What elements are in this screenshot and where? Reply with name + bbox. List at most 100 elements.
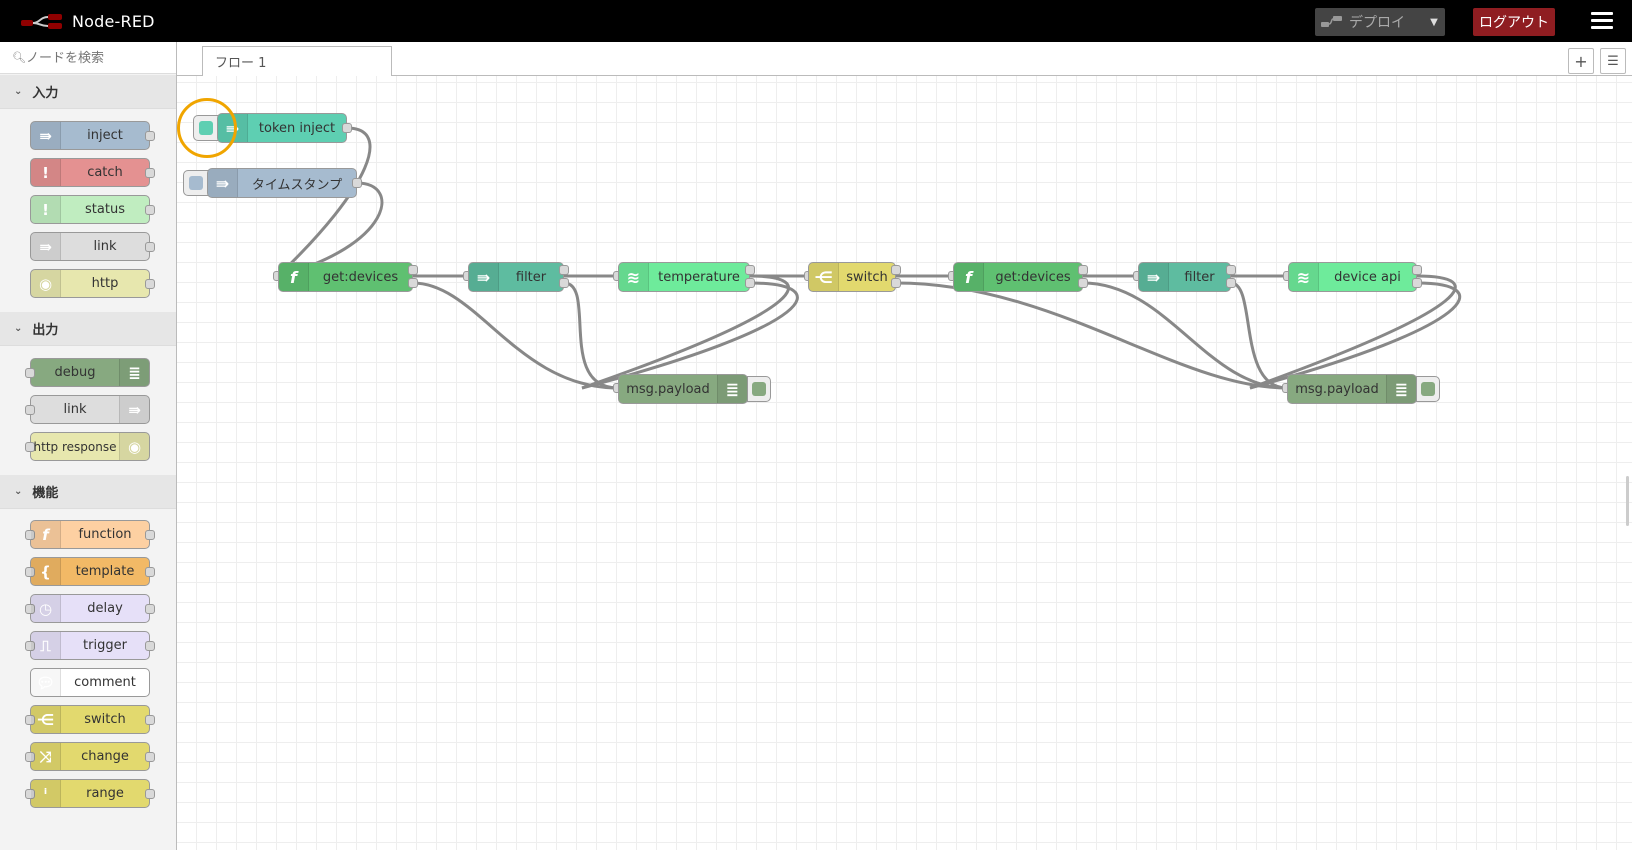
category-label: 機能 — [32, 486, 59, 501]
flow-node-filter-2[interactable]: ⇛ filter — [1138, 262, 1231, 292]
output-port[interactable] — [1078, 278, 1088, 288]
palette-node-label: catch — [87, 165, 123, 180]
palette-node-range[interactable]: ⁱ range — [25, 779, 155, 808]
palette-search: 🔍︎ — [0, 42, 176, 74]
output-port[interactable] — [559, 278, 569, 288]
output-port[interactable] — [342, 123, 352, 133]
function-icon: f — [954, 263, 984, 291]
output-port[interactable] — [745, 265, 755, 275]
output-port[interactable] — [145, 205, 155, 215]
palette-node-change[interactable]: ⤨ change — [25, 742, 155, 771]
inject-trigger-button[interactable] — [183, 170, 209, 196]
output-port[interactable] — [145, 131, 155, 141]
category-input[interactable]: ⌄ 入力 — [0, 75, 176, 109]
deploy-button[interactable]: デプロイ ▼ — [1315, 8, 1445, 36]
input-port[interactable] — [25, 530, 35, 540]
flow-node-msg-payload[interactable]: msg.payload ≣ — [618, 374, 748, 404]
tab-flow-1[interactable]: フロー 1 — [202, 46, 392, 77]
input-port[interactable] — [25, 641, 35, 651]
debug-icon: ≣ — [1386, 375, 1416, 403]
flow-canvas[interactable]: ⇛ token inject ⇛ タイムスタンプ f get:devices — [177, 76, 1632, 850]
input-port[interactable] — [25, 442, 35, 452]
output-port[interactable] — [1078, 265, 1088, 275]
debug-toggle-button[interactable] — [747, 376, 771, 402]
output-port[interactable] — [145, 567, 155, 577]
output-port[interactable] — [145, 604, 155, 614]
palette-node-http[interactable]: ◉ http — [30, 269, 155, 298]
output-port[interactable] — [745, 278, 755, 288]
output-port[interactable] — [145, 752, 155, 762]
output-port[interactable] — [145, 530, 155, 540]
switch-icon: ⋲ — [809, 263, 839, 291]
palette-node-label: change — [81, 749, 129, 764]
menu-icon[interactable] — [1591, 12, 1613, 30]
palette-node-comment[interactable]: 💬︎ comment — [30, 668, 150, 697]
output-port[interactable] — [408, 278, 418, 288]
deploy-dropdown-icon[interactable]: ▼ — [1430, 16, 1438, 28]
globe-icon: ◉ — [119, 433, 149, 460]
debug-icon: ≣ — [717, 375, 747, 403]
palette-node-link-in[interactable]: ⇛ link — [30, 232, 155, 261]
logout-button[interactable]: ログアウト — [1473, 8, 1555, 36]
output-port[interactable] — [145, 641, 155, 651]
palette-node-link-out[interactable]: link ⇛ — [25, 395, 150, 424]
palette-node-trigger[interactable]: ⎍ trigger — [25, 631, 155, 660]
palette-node-delay[interactable]: ◷ delay — [25, 594, 155, 623]
output-port[interactable] — [1412, 265, 1422, 275]
chevron-down-icon: ⌄ — [14, 486, 23, 497]
input-port[interactable] — [25, 368, 35, 378]
node-palette: 🔍︎ ⌄ 入力 ⇛ inject ! catch ! status ⇛ link — [0, 42, 177, 850]
output-port[interactable] — [1412, 278, 1422, 288]
palette-node-status[interactable]: ! status — [30, 195, 155, 224]
input-port[interactable] — [25, 715, 35, 725]
template-icon: { — [31, 558, 61, 585]
palette-node-template[interactable]: { template — [25, 557, 155, 586]
app-title: Node-RED — [72, 11, 155, 31]
output-port[interactable] — [145, 242, 155, 252]
add-flow-button[interactable]: + — [1568, 48, 1594, 74]
vertical-scrollbar[interactable] — [1626, 476, 1629, 526]
output-port[interactable] — [1226, 265, 1236, 275]
output-port[interactable] — [145, 789, 155, 799]
list-flows-button[interactable]: ☰ — [1600, 48, 1626, 74]
output-port[interactable] — [145, 715, 155, 725]
input-port[interactable] — [25, 789, 35, 799]
output-port[interactable] — [145, 168, 155, 178]
palette-search-input[interactable] — [26, 48, 166, 68]
palette-node-catch[interactable]: ! catch — [30, 158, 155, 187]
node-label: get:devices — [995, 269, 1071, 285]
flow-node-get-devices-2[interactable]: f get:devices — [953, 262, 1083, 292]
flow-node-msg-payload-2[interactable]: msg.payload ≣ — [1287, 374, 1417, 404]
output-port[interactable] — [145, 279, 155, 289]
palette-node-inject[interactable]: ⇛ inject — [30, 121, 155, 150]
flow-node-switch[interactable]: ⋲ switch — [808, 262, 896, 292]
flow-node-device-api[interactable]: ≋ device api — [1288, 262, 1417, 292]
palette-node-label: status — [85, 202, 125, 217]
input-port[interactable] — [25, 405, 35, 415]
palette-node-function[interactable]: f function — [25, 520, 155, 549]
category-output[interactable]: ⌄ 出力 — [0, 312, 176, 346]
wire — [1082, 281, 1288, 390]
input-port[interactable] — [25, 752, 35, 762]
input-port[interactable] — [25, 604, 35, 614]
flow-node-filter[interactable]: ⇛ filter — [468, 262, 564, 292]
trigger-icon: ⎍ — [31, 632, 61, 659]
output-port[interactable] — [559, 265, 569, 275]
palette-node-http-response[interactable]: http response ◉ — [25, 432, 150, 461]
wire — [1249, 281, 1462, 390]
logo: Node-RED — [20, 9, 155, 33]
category-function[interactable]: ⌄ 機能 — [0, 475, 176, 509]
http-request-icon: ≋ — [1289, 263, 1319, 291]
input-port[interactable] — [25, 567, 35, 577]
flow-node-get-devices[interactable]: f get:devices — [278, 262, 413, 292]
output-port[interactable] — [1226, 278, 1236, 288]
output-port[interactable] — [891, 278, 901, 288]
output-port[interactable] — [352, 178, 362, 188]
output-port[interactable] — [891, 265, 901, 275]
debug-toggle-button[interactable] — [1416, 376, 1440, 402]
flow-node-timestamp[interactable]: ⇛ タイムスタンプ — [207, 168, 357, 198]
palette-node-debug[interactable]: debug ≣ — [25, 358, 150, 387]
flow-node-temperature[interactable]: ≋ temperature — [618, 262, 750, 292]
palette-node-switch[interactable]: ⋲ switch — [25, 705, 155, 734]
output-port[interactable] — [408, 265, 418, 275]
